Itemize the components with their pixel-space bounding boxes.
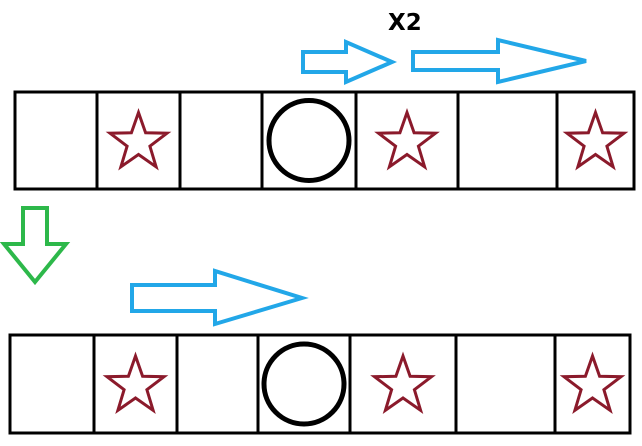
top-board-row [13, 90, 636, 191]
bottom-row-cell [256, 333, 352, 435]
move-arrow-long-icon [411, 37, 587, 85]
star-icon [559, 351, 626, 415]
circle-icon [261, 341, 347, 427]
star-icon [370, 351, 436, 415]
bottom-row-cell [8, 333, 96, 435]
star-icon [374, 107, 440, 171]
star-icon [102, 351, 169, 415]
star-icon [562, 107, 629, 171]
top-row-cell [354, 90, 460, 191]
top-row-cell [95, 90, 182, 191]
multiplier-label: X2 [388, 10, 422, 36]
move-arrow-short-icon [301, 38, 398, 86]
top-row-cell [456, 90, 559, 191]
star-icon [105, 107, 172, 171]
bottom-row-cell [348, 333, 458, 435]
circle-icon [266, 98, 352, 183]
bottom-row-cell [92, 333, 179, 435]
bottom-row-cell [175, 333, 260, 435]
top-row-cell [13, 90, 99, 191]
transition-arrow-down-icon [0, 206, 71, 286]
move-arrow-bottom-icon [130, 268, 309, 327]
top-row-cell [555, 90, 636, 191]
top-row-cell [178, 90, 264, 191]
top-row-cell [260, 90, 358, 191]
bottom-row-cell [454, 333, 557, 435]
bottom-board-row [8, 333, 632, 435]
bottom-row-cell [553, 333, 632, 435]
